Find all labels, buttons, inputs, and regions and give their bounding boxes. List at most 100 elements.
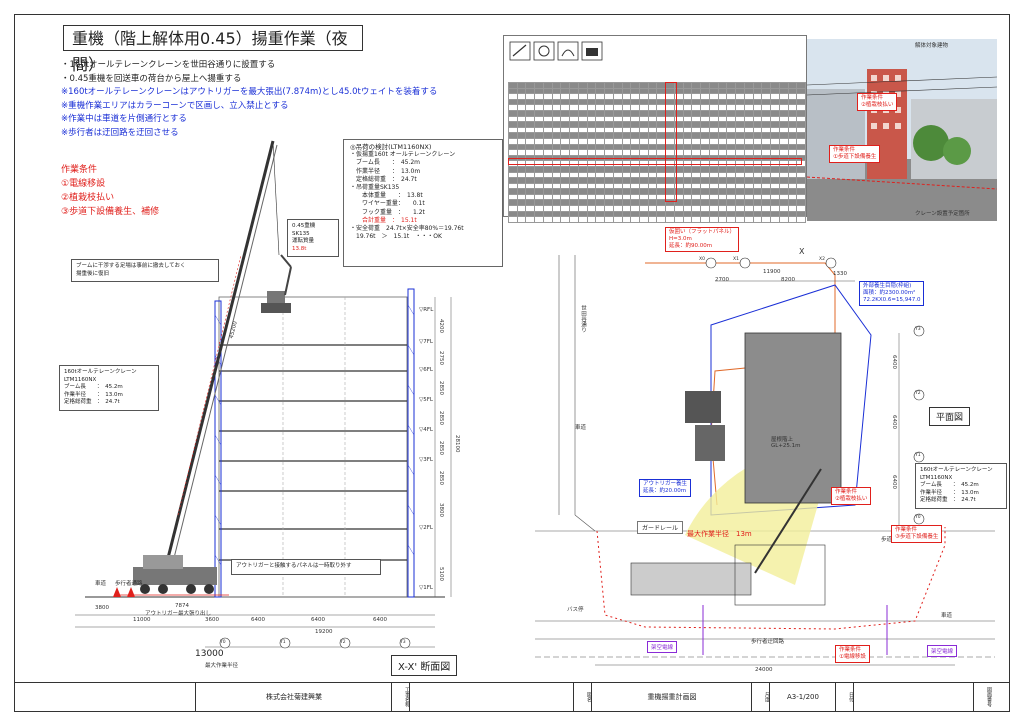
- guardrail-label: ガードレール: [637, 521, 684, 534]
- tag-text: H=3.0m: [669, 236, 692, 242]
- selected-row: [508, 158, 802, 165]
- plan-title: 平面図: [929, 407, 971, 426]
- width-dim: 6400: [251, 617, 265, 623]
- crane-spec-right: 160tオールテレーンクレーン LTM1160NX ブーム長 ： 45.2m 作…: [915, 463, 1007, 509]
- plan-dim: 6400: [891, 355, 897, 369]
- site-boundary: [710, 284, 872, 516]
- machine-line: 運転質量: [292, 238, 315, 244]
- table-row: [508, 110, 806, 117]
- table-cell: [516, 216, 527, 223]
- machine-line: 0.45重機: [292, 223, 316, 229]
- overall-dim: 13000: [195, 649, 224, 659]
- table-cell: [796, 115, 806, 123]
- scaffold-right: [407, 288, 415, 598]
- max-radius-label: 最大作業半径: [205, 663, 239, 669]
- section-mark: X: [799, 247, 805, 256]
- tag-text: 作業条件: [895, 527, 918, 533]
- table-cell: [796, 87, 806, 95]
- footer-date-value: [853, 683, 974, 711]
- restricted-area: [596, 527, 946, 630]
- crane-config-icons: [509, 41, 603, 61]
- crane-plan: [630, 468, 826, 606]
- crane-truck: [115, 555, 229, 596]
- tag-text: 作業条件: [861, 95, 884, 101]
- note-line: ・0.45重機を回送車の荷台から屋上へ揚重する: [61, 73, 242, 84]
- footer-company: 株式会社菊建興業: [195, 683, 392, 711]
- footer-project: [409, 683, 574, 711]
- max-radius-plan: 最大作業半径 13m: [687, 530, 752, 538]
- condition-tag: 作業条件 ③歩道下設備養生: [891, 525, 943, 543]
- boom-note: ブームに干渉する足場は事前に撤去しておく 揚重後に復旧: [71, 259, 219, 282]
- tag-text: ②植栽枝払い: [835, 496, 868, 502]
- table-row: [508, 98, 806, 106]
- target-building: [744, 332, 842, 504]
- height-dim: 2850: [438, 441, 444, 455]
- table-cell: [525, 216, 536, 223]
- table-cell: [796, 93, 806, 100]
- crane-line: 160tオールテレーンクレーン: [920, 467, 993, 473]
- conditions-heading: 作業条件: [61, 165, 98, 175]
- load-check-heading: ◎吊荷の検討(LTM1160NX): [350, 143, 432, 151]
- page-title: 重機（階上解体用0.45）揚重作業（夜間）: [63, 25, 363, 74]
- footer-zumei: 図名: [573, 683, 592, 711]
- axis-label: Y1: [915, 453, 921, 458]
- photo-tag: 作業条件 ①歩道下設備養生: [829, 145, 881, 163]
- title-block: 株式会社菊建興業 工事名称 図名 重機揚重計画図 尺度 A3-1/200 日付 …: [15, 682, 1009, 711]
- load-safety: ・安全荷重 24.7t×安全率80%＝19.76t: [350, 225, 464, 233]
- machine-line: SK135: [292, 230, 310, 237]
- annex-block: [695, 425, 725, 461]
- load-table-grid: [508, 82, 806, 223]
- axis-label: X1: [733, 257, 739, 262]
- net-tag: 外部養生目隠(枠組) 面積：約2300.00m² 72.2KX0.6=15,94…: [859, 281, 925, 306]
- table-row: [508, 115, 806, 123]
- cone-icon: [127, 587, 135, 597]
- crane-line: 160tオールテレーンクレーン: [64, 369, 137, 375]
- tag-text: ③歩道下設備養生: [895, 534, 939, 540]
- footer-date: 日付: [835, 683, 854, 711]
- load-check-box: ◎吊荷の検討(LTM1160NX) ・仮揚重160t オールテレーンクレーン ブ…: [343, 139, 503, 267]
- scaffold-left: [214, 300, 222, 598]
- photo-label-bottom: クレーン設置予定箇所: [915, 211, 970, 217]
- axis-label: Y3: [915, 327, 921, 332]
- photo-label-top: 解体対象建物: [915, 43, 949, 49]
- roof-label: 屋根階上: [771, 437, 794, 443]
- section-title: X-X' 断面図: [391, 655, 458, 676]
- cone-icon: [113, 587, 121, 597]
- axis-label: X0: [699, 257, 705, 262]
- tag-text: 72.2KX0.6=15,947.0: [863, 297, 921, 303]
- table-cell: [508, 216, 518, 223]
- table-row: [508, 121, 806, 128]
- crane-line: ブーム長 ： 45.2m: [64, 384, 123, 390]
- height-dim: 2750: [438, 351, 444, 365]
- scaffold-hatch: [214, 304, 415, 566]
- condition-item: ①電線移設: [61, 179, 106, 189]
- plan-dim: 8200: [781, 277, 795, 283]
- tag-text: 仮囲い（フラットパネル）: [669, 229, 736, 235]
- machine-spec-box: 0.45重機 SK135 運転質量 13.8t: [287, 219, 339, 257]
- axis-label: Y3: [400, 640, 406, 645]
- tag-text: アウトリガー養生: [643, 481, 688, 487]
- floor-level: ▽7FL: [419, 339, 433, 345]
- axis-markers: [219, 637, 411, 649]
- tag-text: ①歩道下設備養生: [833, 154, 877, 160]
- height-dim: 2850: [438, 411, 444, 425]
- site-photo-image: [807, 39, 997, 221]
- footer-kouji: 工事名称: [391, 683, 410, 711]
- table-row: [508, 216, 806, 223]
- tag-text: 面積：約2300.00m²: [863, 290, 916, 296]
- table-row: [508, 165, 806, 173]
- load-line: 本体重量 ： 13.8t: [350, 192, 423, 200]
- table-row: [508, 82, 806, 89]
- footer-scale: A3-1/200: [769, 683, 836, 711]
- load-safety: 19.76t ＞ 15.1t ・・・OK: [350, 233, 442, 241]
- tag-text: ①電線移設: [839, 654, 866, 660]
- plan-dim: 6400: [891, 415, 897, 429]
- note-line-blue: ※歩行者は迂回路を迂回させる: [61, 127, 179, 138]
- width-dims: [75, 614, 435, 648]
- height-dim: 5100: [438, 567, 444, 581]
- note-line-blue: ※重機作業エリアはカラーコーンで区画し、立入禁止とする: [61, 100, 289, 111]
- table-row: [508, 104, 806, 111]
- table-row: [508, 143, 806, 151]
- footer-no: 図面番号: [973, 683, 992, 711]
- total-height-dim: 28100: [454, 435, 460, 453]
